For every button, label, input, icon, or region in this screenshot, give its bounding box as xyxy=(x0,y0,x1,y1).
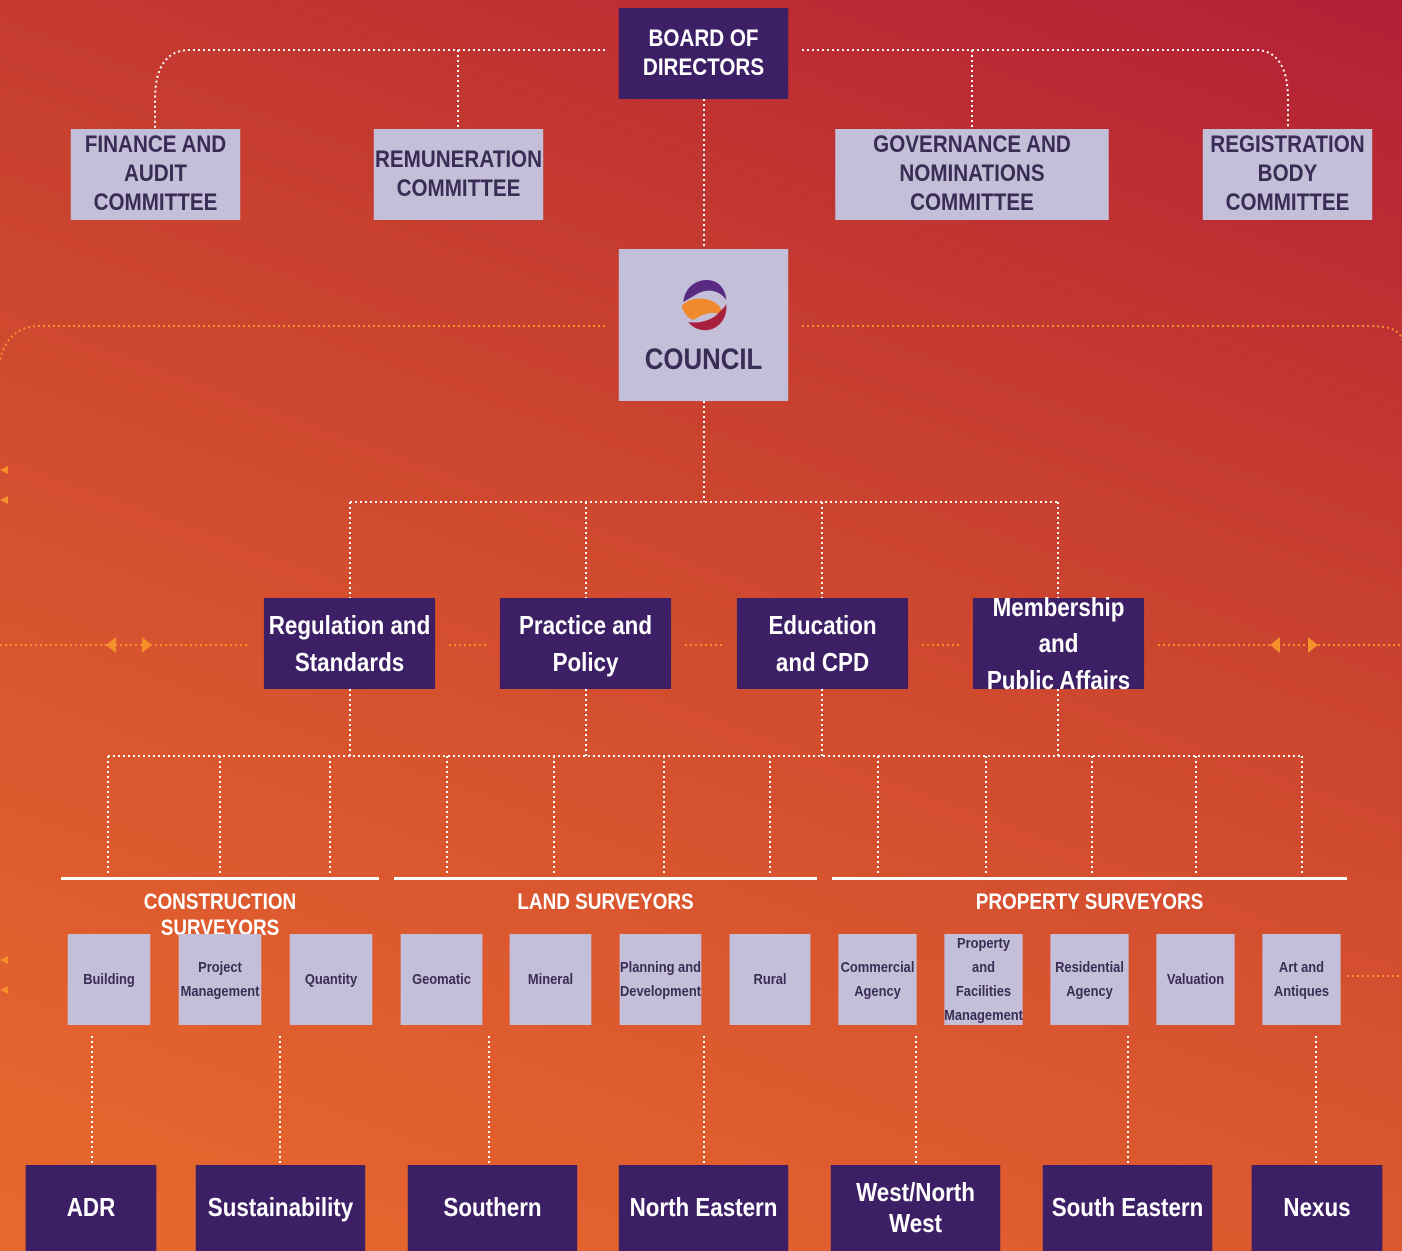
professional-group-label: Property and Facilities Management xyxy=(944,934,1023,1024)
board-line-2: Public Affairs xyxy=(986,664,1131,695)
committee-line-1: FINANCE AND xyxy=(84,131,227,159)
board-line-1: Education xyxy=(768,610,877,641)
regulation-standards-board[interactable]: Regulation and Standards xyxy=(263,598,436,689)
connector-board-committees xyxy=(154,49,605,128)
professional-group-label: Planning and Development xyxy=(619,958,702,1000)
connector-council-loop xyxy=(0,325,605,361)
council[interactable]: COUNCIL xyxy=(618,249,789,401)
arrow-right-icon xyxy=(1308,637,1318,653)
arrow-left-icon xyxy=(0,496,8,504)
committee-line-2: COMMITTEE xyxy=(396,174,521,202)
professional-group-geomatic[interactable]: Geomatic xyxy=(400,934,483,1025)
arrow-right-icon xyxy=(142,637,152,653)
land-surveyors-heading: LAND SURVEYORS xyxy=(517,889,694,914)
committee-line-2: BODY COMMITTEE xyxy=(1225,160,1350,216)
council-label: COUNCIL xyxy=(644,343,763,376)
bottom-item-adr[interactable]: ADR xyxy=(25,1165,157,1251)
professional-group-project-management[interactable]: Project Management xyxy=(178,934,262,1025)
land-group-divider xyxy=(394,877,817,880)
bottom-item-label: ADR xyxy=(66,1192,116,1223)
committee-line-2: NOMINATIONS COMMITTEE xyxy=(899,160,1045,216)
bottom-item-label: Nexus xyxy=(1283,1192,1351,1223)
bottom-item-south-eastern[interactable]: South Eastern xyxy=(1042,1165,1213,1251)
construction-group-divider xyxy=(61,877,379,880)
bottom-item-label: Sustainability xyxy=(207,1192,354,1223)
professional-group-planning-development[interactable]: Planning and Development xyxy=(619,934,702,1025)
board-line-2: DIRECTORS xyxy=(642,53,765,81)
professional-group-quantity[interactable]: Quantity xyxy=(289,934,373,1025)
practice-policy-board[interactable]: Practice and Policy xyxy=(499,598,672,689)
bottom-item-north-eastern[interactable]: North Eastern xyxy=(618,1165,789,1251)
bottom-item-west-north-west[interactable]: West/North West xyxy=(830,1165,1001,1251)
board-line-2: and CPD xyxy=(775,646,870,677)
board-of-directors[interactable]: BOARD OF DIRECTORS xyxy=(618,8,789,99)
professional-group-art-antiques[interactable]: Art and Antiques xyxy=(1262,934,1341,1025)
property-surveyors-heading: PROPERTY SURVEYORS xyxy=(975,889,1204,914)
bottom-item-label: South Eastern xyxy=(1051,1192,1204,1223)
professional-group-label: Building xyxy=(83,970,135,988)
professional-group-building[interactable]: Building xyxy=(67,934,151,1025)
professional-group-label: Commercial Agency xyxy=(840,958,915,1000)
bottom-item-label: Southern xyxy=(443,1192,542,1223)
professional-group-mineral[interactable]: Mineral xyxy=(509,934,592,1025)
committee-line-1: REGISTRATION xyxy=(1210,131,1365,159)
remuneration-committee[interactable]: REMUNERATION COMMITTEE xyxy=(373,129,544,220)
professional-group-label: Geomatic xyxy=(412,970,471,988)
swirl-logo-icon xyxy=(681,280,727,331)
connector-board-committees-right xyxy=(802,49,1289,128)
membership-public-affairs-board[interactable]: Membership and Public Affairs xyxy=(972,592,1145,695)
board-line-2: Standards xyxy=(294,646,405,677)
finance-audit-committee[interactable]: FINANCE AND AUDIT COMMITTEE xyxy=(70,129,241,220)
arrow-left-icon xyxy=(1270,637,1280,653)
professional-group-label: Residential Agency xyxy=(1055,958,1124,1000)
committee-line-1: GOVERNANCE AND xyxy=(873,131,1071,159)
professional-group-commercial-agency[interactable]: Commercial Agency xyxy=(838,934,917,1025)
professional-group-label: Project Management xyxy=(180,958,260,1000)
professional-group-label: Valuation xyxy=(1166,970,1225,988)
professional-group-property-facilities-management[interactable]: Property and Facilities Management xyxy=(944,934,1023,1025)
bottom-item-label: West/North West xyxy=(856,1176,975,1238)
professional-group-valuation[interactable]: Valuation xyxy=(1156,934,1235,1025)
board-line-1: Practice and xyxy=(518,610,652,641)
arrow-left-icon xyxy=(106,637,116,653)
property-group-divider xyxy=(832,877,1347,880)
professional-group-label: Quantity xyxy=(304,970,358,988)
professional-group-label: Rural xyxy=(753,970,787,988)
board-line-1: BOARD OF xyxy=(648,24,759,52)
bottom-item-sustainability[interactable]: Sustainability xyxy=(195,1165,366,1251)
professional-group-rural[interactable]: Rural xyxy=(729,934,811,1025)
bottom-item-label: North Eastern xyxy=(629,1192,778,1223)
board-line-1: Membership and xyxy=(992,591,1125,659)
bottom-item-southern[interactable]: Southern xyxy=(407,1165,578,1251)
registration-body-committee[interactable]: REGISTRATION BODY COMMITTEE xyxy=(1202,129,1373,220)
arrow-left-icon xyxy=(0,956,8,964)
committee-line-1: REMUNERATION xyxy=(374,145,543,173)
professional-group-residential-agency[interactable]: Residential Agency xyxy=(1050,934,1129,1025)
professional-group-label: Art and Antiques xyxy=(1273,958,1330,1000)
board-line-1: Regulation and xyxy=(268,610,431,641)
board-line-2: Policy xyxy=(552,646,619,677)
professional-group-label: Mineral xyxy=(527,970,574,988)
education-cpd-board[interactable]: Education and CPD xyxy=(736,598,909,689)
arrow-left-icon xyxy=(0,466,8,474)
bottom-item-nexus[interactable]: Nexus xyxy=(1251,1165,1383,1251)
arrow-left-icon xyxy=(0,986,8,994)
governance-nominations-committee[interactable]: GOVERNANCE AND NOMINATIONS COMMITTEE xyxy=(835,129,1109,220)
committee-line-2: AUDIT COMMITTEE xyxy=(93,160,218,216)
